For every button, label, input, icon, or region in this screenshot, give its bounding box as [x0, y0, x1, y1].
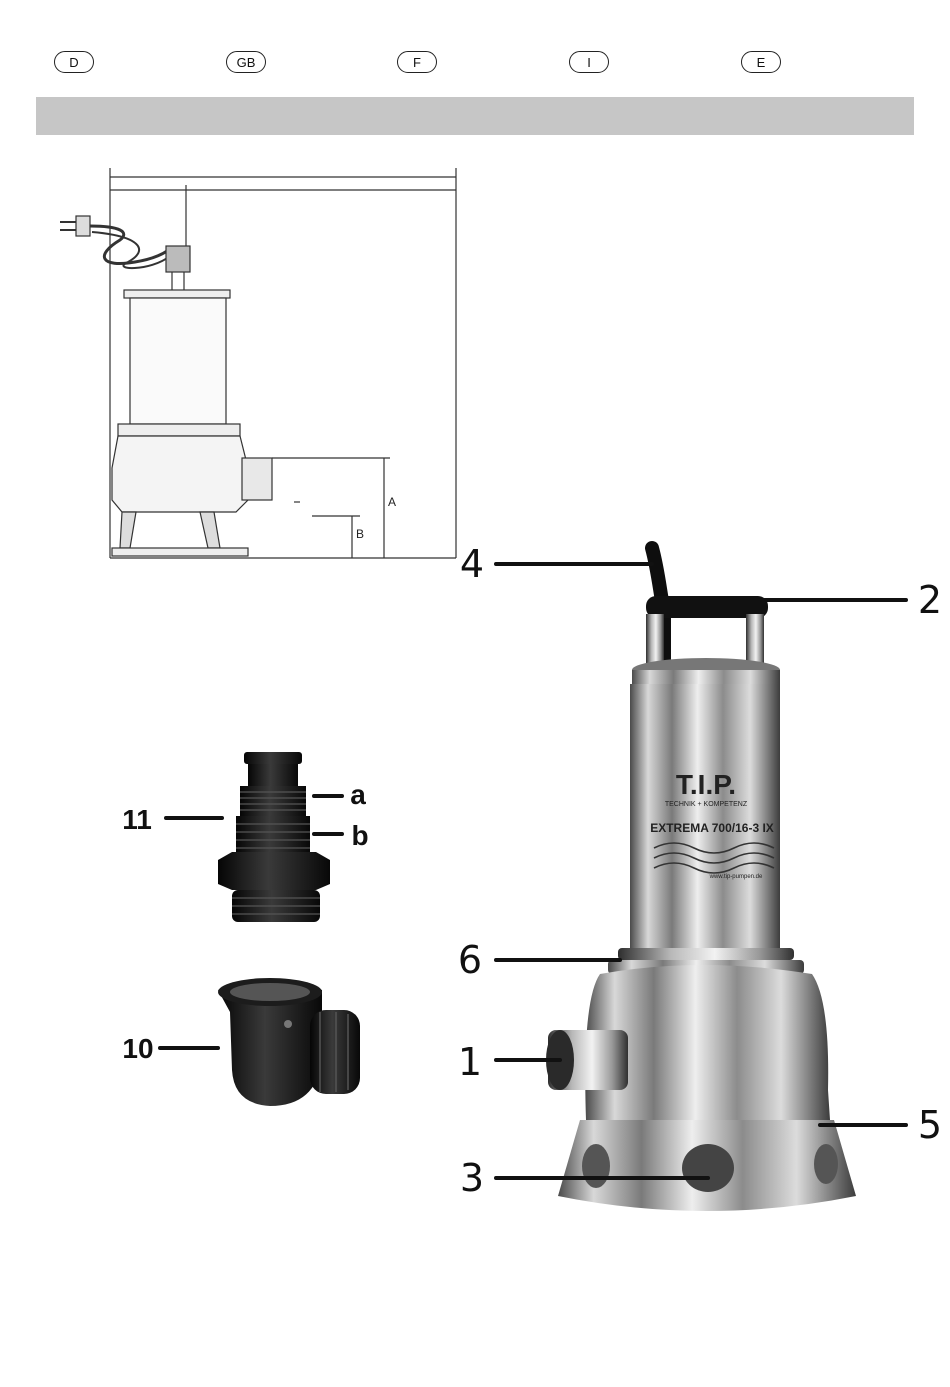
callout-2: 2 [918, 578, 942, 622]
callout-4: 4 [460, 542, 484, 586]
callout-a: a [350, 779, 366, 810]
dimension-drawing [60, 168, 456, 558]
hose-connector-image [218, 752, 330, 922]
pump-model: EXTREMA 700/16-3 IX [650, 821, 774, 835]
pump-website: www.tip-pumpen.de [709, 874, 763, 880]
callout-5: 5 [918, 1103, 942, 1147]
dimension-label-a: A [388, 495, 396, 509]
callout-b: b [351, 820, 368, 851]
callout-1: 1 [458, 1040, 482, 1084]
callout-10: 10 [122, 1033, 153, 1064]
callout-11: 11 [122, 804, 152, 835]
dimension-label-b: B [356, 527, 364, 541]
callout-3: 3 [460, 1156, 484, 1200]
pump-image [546, 548, 856, 1211]
pump-brand: T.I.P. [676, 769, 736, 800]
pump-tagline: TECHNIK + KOMPETENZ [665, 801, 748, 808]
elbow-fitting-image [218, 978, 360, 1106]
callout-6: 6 [458, 938, 482, 982]
